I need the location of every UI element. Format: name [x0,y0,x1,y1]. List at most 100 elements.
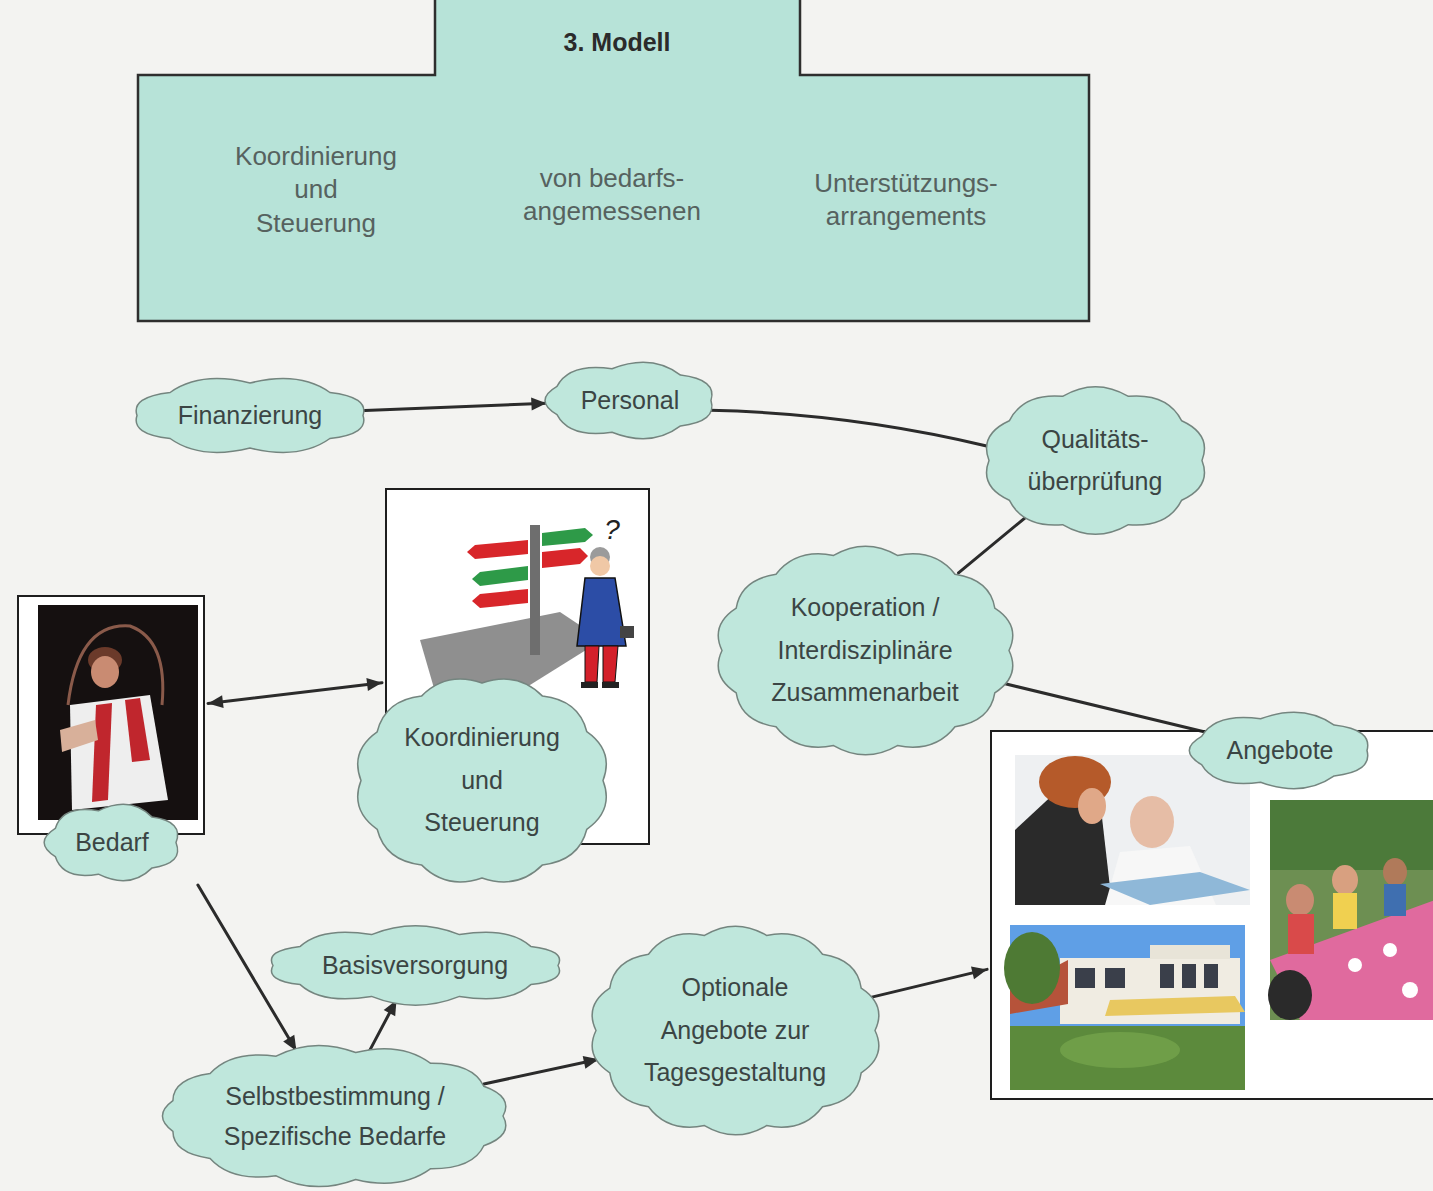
connector [959,516,1028,573]
connector [870,967,987,998]
arrowhead [366,678,382,691]
house-photo [1204,964,1218,988]
house-photo [1182,964,1196,988]
signpost-illustration [620,626,634,638]
arrowhead [971,967,987,980]
person-photo [92,703,112,802]
cloud-node: Selbstbestimmung / Spezifische Bedarfe [160,1044,511,1188]
picture-frame: Angebote [990,730,1433,1100]
cloud-node: Optionale Angebote zur Tagesgestaltung [588,925,883,1136]
connector-line [870,969,987,997]
cloud-shape [160,1044,511,1188]
table-photo [1270,800,1433,870]
model-phrase: Unterstützungs- arrangements [796,167,1016,233]
house-photo [1160,964,1174,988]
cloud-text: Angebote [1226,733,1333,768]
table-photo [1268,800,1433,1020]
cloud-text: Qualitäts- überprüfung [1015,418,1175,503]
connector [710,410,988,446]
table-photo [1286,884,1314,916]
model-phrase: von bedarfs- angemessenen [512,162,712,228]
signpost-illustration [590,556,610,576]
cloud-text: Bedarf [75,825,149,860]
cloud-node: Kooperation / Interdisziplinäre Zusammen… [714,545,1017,756]
model-phrase: Koordinierung und Steuerung [235,140,397,239]
person-photo [70,695,168,810]
connector [208,678,382,708]
signpost-illustration [472,589,528,608]
cloud-outline [592,926,879,1135]
person-photo [38,605,198,820]
connector-line [484,1059,599,1084]
label-holder: ? [604,515,620,546]
cloud-outline [545,362,712,438]
cloud-text: Basisversorgung [322,948,508,983]
signpost-illustration [602,682,619,688]
table-photo [1288,914,1314,954]
house-photo [1010,1026,1245,1090]
connector-line [208,683,382,704]
photo-frame-ground [990,730,1433,1100]
cloud-node: Finanzierung [129,375,371,456]
signpost-illustration [585,646,599,682]
signpost-illustration [577,578,626,646]
text-holder: 3. Modell [564,25,671,60]
connector [370,1000,397,1051]
table-photo [1333,893,1357,929]
connector-line [370,1000,397,1051]
connector-line [710,410,988,446]
cloud-node: Personal [541,360,719,441]
cloud-shape [981,385,1210,536]
house-photo [1150,945,1230,959]
signpost-illustration [542,528,593,546]
signpost-illustration [472,566,528,586]
connector [365,397,547,410]
cloud-outline [162,1045,505,1186]
table-photo [1384,884,1406,916]
question-mark: ? [604,515,620,546]
person-photo [125,698,150,762]
table-photo [1332,865,1358,895]
cloud-outline [1189,712,1367,788]
house-photo [1004,932,1060,1004]
model-title: 3. Modell [564,25,671,60]
house-photo [1060,1032,1180,1068]
connector [1003,683,1204,731]
text-holder: Koordinierung und Steuerung [235,140,397,239]
cloud-text: Kooperation / Interdisziplinäre Zusammen… [750,586,980,714]
table-photo [1383,943,1397,957]
table-photo [1268,970,1312,1020]
signpost-illustration [420,525,634,702]
table-photo [1348,958,1362,972]
cloud-text: Selbstbestimmung / Spezifische Bedarfe [210,1076,460,1156]
signpost-illustration [581,682,598,688]
t-shape-outline [138,0,1089,321]
cloud-outline [271,925,559,1004]
house-photo [1105,968,1125,988]
text-holder: Unterstützungs- arrangements [796,167,1016,233]
signpost-illustration [542,548,588,568]
cloud-outline [986,386,1204,534]
person-photo [60,720,98,752]
table-photo [1402,982,1418,998]
signpost-illustration [467,540,528,559]
person-photo [38,605,198,820]
cloud-node: Basisversorgung [265,925,566,1006]
cloud-text: Optionale Angebote zur Tagesgestaltung [633,966,838,1094]
signpost-illustration [603,646,618,682]
cloud-label: Bedarf [41,802,184,883]
cloud-text: Personal [581,383,680,418]
person-photo [91,656,119,688]
activity-photo [1078,788,1106,824]
connector-line [959,516,1028,573]
cloud-outline [44,804,177,880]
cloud-outline [718,546,1013,755]
cloud-text: Koordinierung und Steuerung [404,716,560,844]
activity-photo [1100,872,1250,905]
connector [484,1056,599,1084]
cloud-text: Finanzierung [178,398,323,433]
house-photo [1075,968,1095,988]
cloud-label: Angebote [1185,710,1375,791]
picture-frame: Bedarf [17,595,205,835]
